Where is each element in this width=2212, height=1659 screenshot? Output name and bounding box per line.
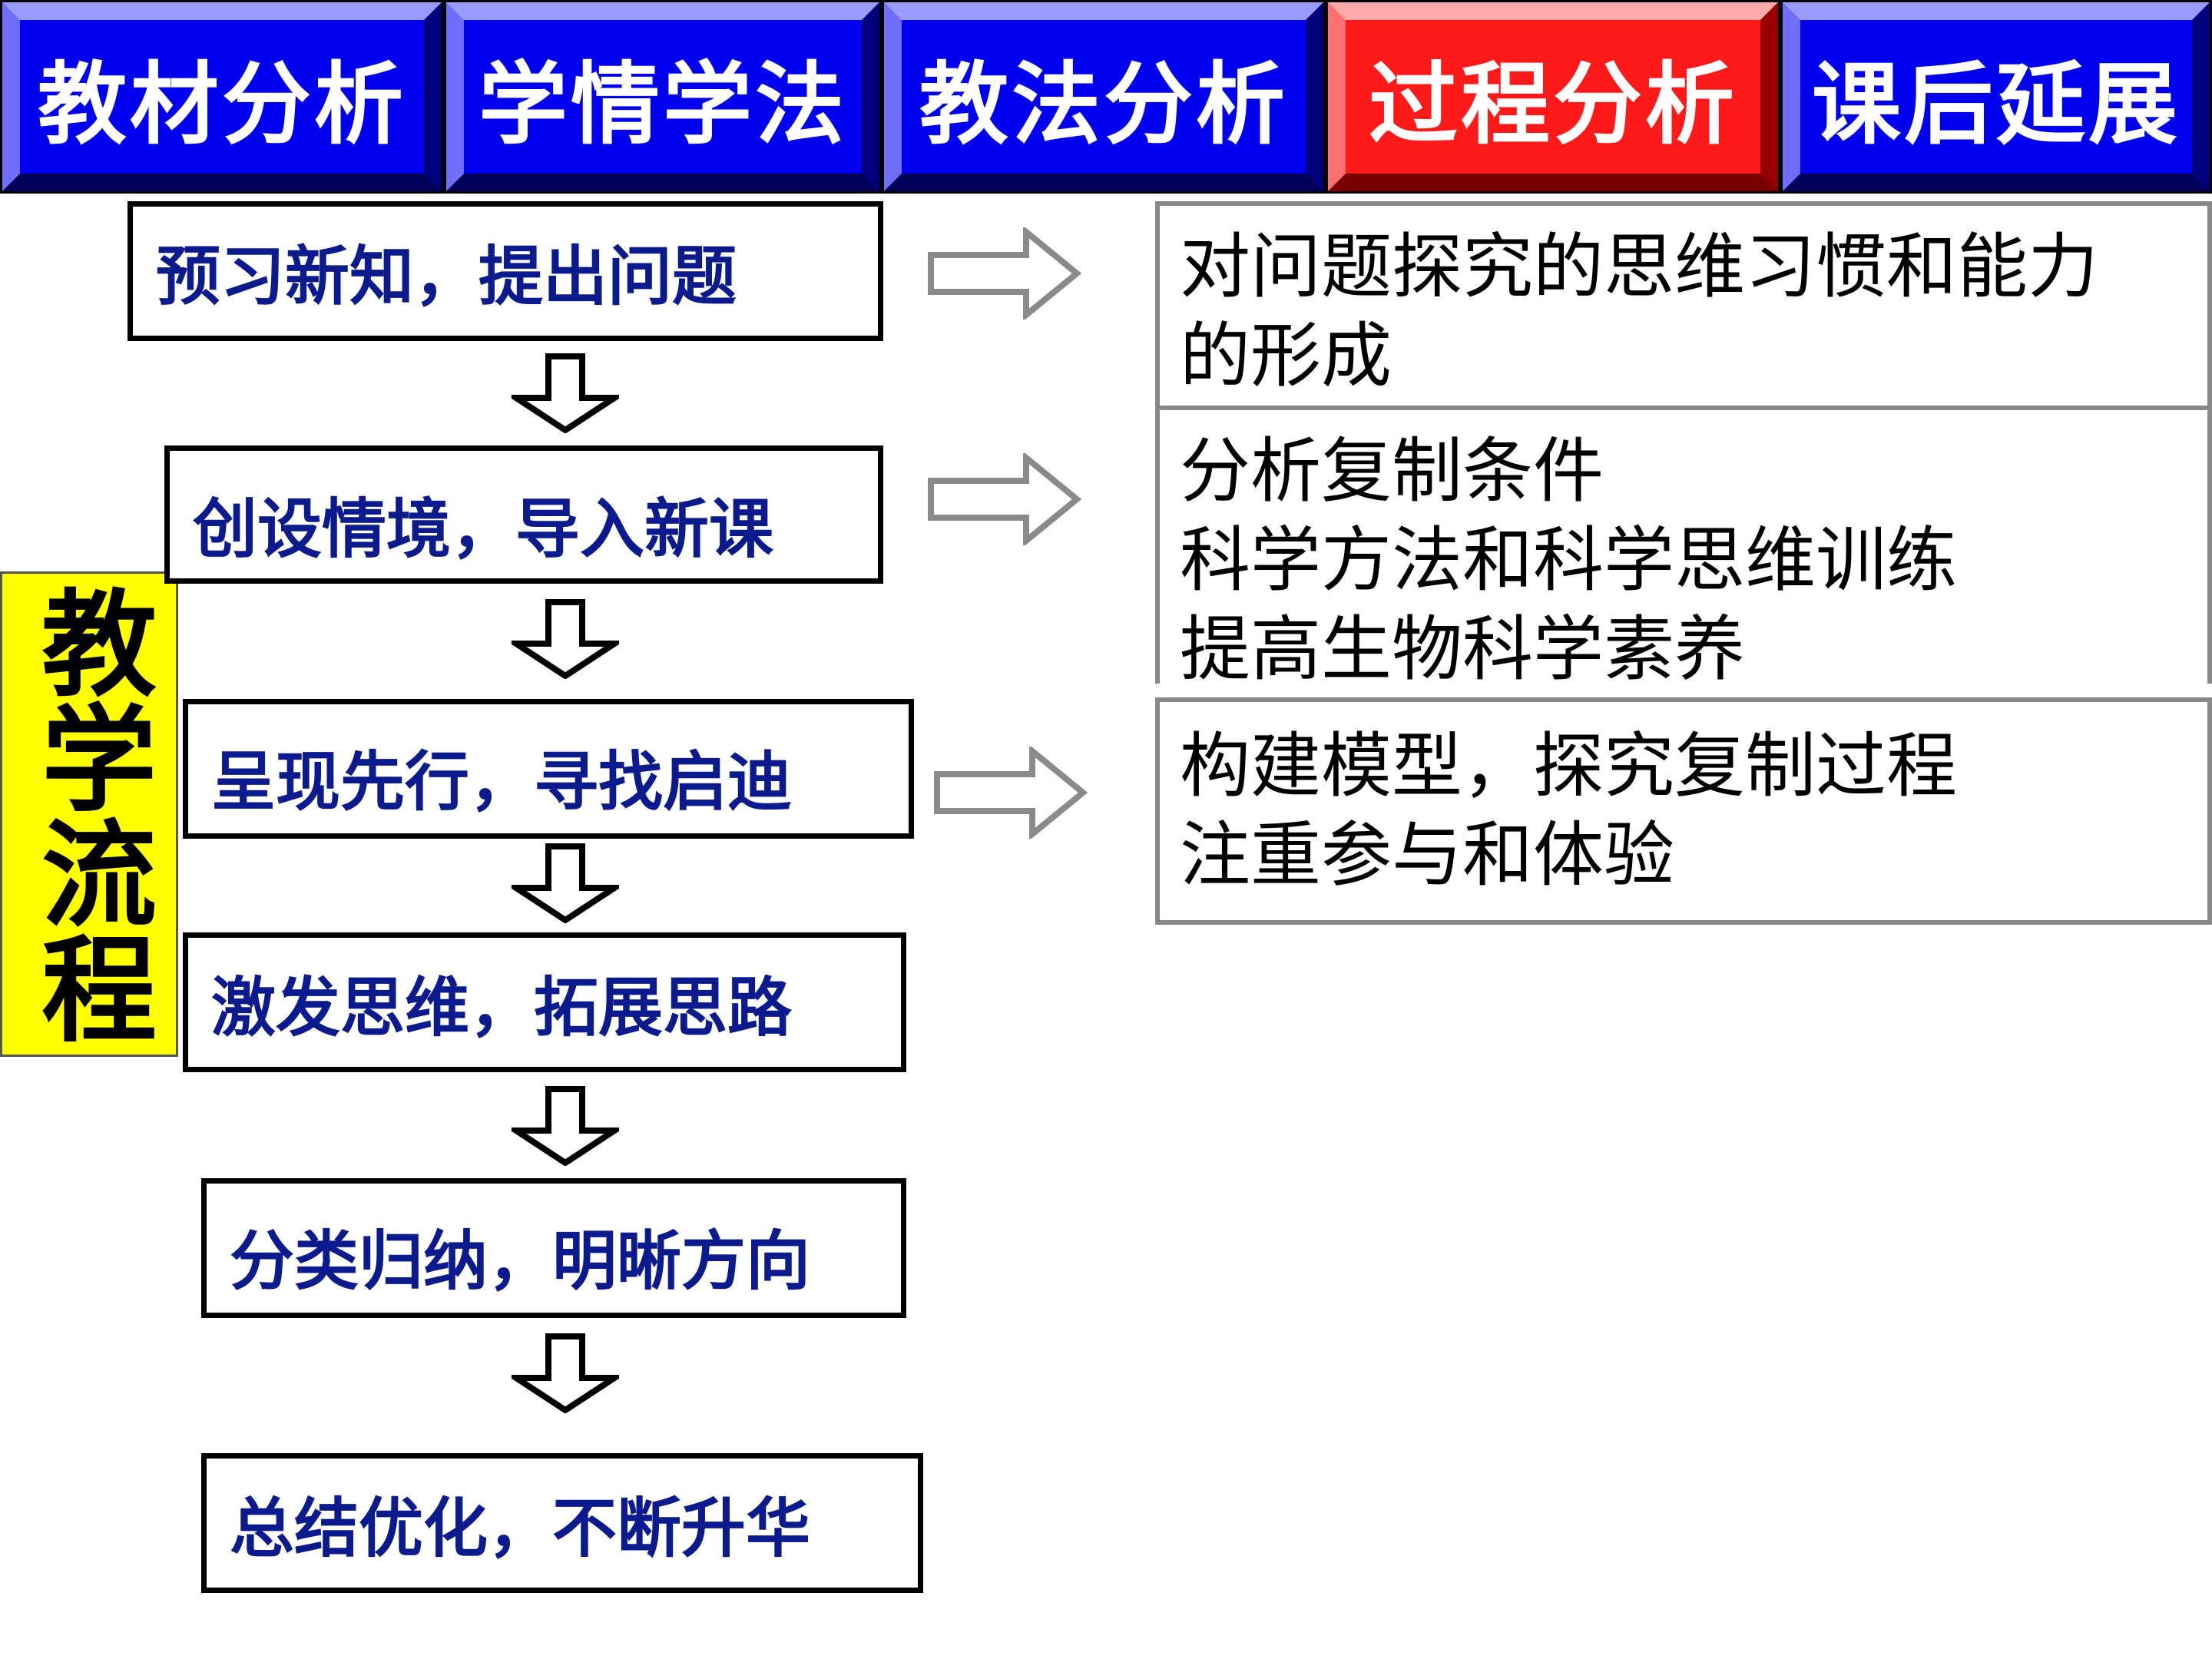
hollow-right-arrow-icon: [928, 227, 1081, 320]
outcome-line: 注重参与和体验: [1180, 814, 1675, 896]
tab-label: 过程分析: [1369, 53, 1737, 157]
hollow-right-arrow-icon: [928, 453, 1081, 545]
flow-step-label: 分类归纳，明晰方向: [230, 1223, 811, 1299]
tab-label: 学情学法: [478, 53, 847, 157]
outcome-line: 对问题探究的思维习惯和能力: [1180, 226, 2099, 308]
tab-label: 教材分析: [38, 53, 406, 157]
flow-step-3: 呈现先行，寻找启迪: [183, 699, 914, 839]
outcome-line: 提高生物科学素养: [1180, 608, 1746, 684]
tab-teaching-method[interactable]: 教法分析: [882, 0, 1326, 194]
tab-label: 教法分析: [919, 53, 1288, 157]
outcome-box-1: 对问题探究的思维习惯和能力 的形成: [1155, 201, 2212, 410]
flow-step-label: 激发思维，拓展思路: [211, 969, 793, 1045]
tab-process-analysis[interactable]: 过程分析: [1326, 0, 1780, 194]
outcome-line: 的形成: [1180, 315, 1392, 397]
hollow-down-arrow-icon: [512, 843, 619, 923]
flow-step-5: 分类归纳，明晰方向: [201, 1178, 906, 1318]
outcome-line: 分析复制条件: [1180, 430, 1604, 512]
outcome-line: 科学方法和科学思维训练: [1180, 519, 1958, 601]
hollow-down-arrow-icon: [512, 1086, 619, 1166]
flow-step-label: 总结优化，不断升华: [230, 1490, 811, 1566]
teaching-process-label-box: 教学流程: [0, 571, 178, 1057]
hollow-right-arrow-icon: [934, 747, 1088, 839]
flow-step-1: 预习新知，提出问题: [127, 201, 883, 341]
flow-step-label: 预习新知，提出问题: [156, 238, 737, 314]
hollow-down-arrow-icon: [512, 353, 619, 433]
hollow-down-arrow-icon: [512, 1333, 619, 1413]
flow-step-6: 总结优化，不断升华: [201, 1453, 923, 1593]
tab-textbook-analysis[interactable]: 教材分析: [0, 0, 444, 194]
flow-step-4: 激发思维，拓展思路: [183, 932, 906, 1072]
tab-learning-analysis[interactable]: 学情学法: [444, 0, 882, 194]
flow-step-2: 创设情境，导入新课: [164, 445, 883, 584]
outcome-box-2: 分析复制条件 科学方法和科学思维训练 提高生物科学素养: [1155, 406, 2212, 684]
hollow-down-arrow-icon: [512, 599, 619, 679]
outcome-line: 构建模型，探究复制过程: [1180, 725, 1958, 807]
tab-after-class[interactable]: 课后延展: [1780, 0, 2212, 194]
flow-step-label: 呈现先行，寻找启迪: [211, 743, 793, 820]
outcome-box-3: 构建模型，探究复制过程 注重参与和体验: [1155, 697, 2212, 925]
flow-step-label: 创设情境，导入新课: [193, 492, 774, 567]
tab-label: 课后延展: [1812, 53, 2181, 157]
teaching-process-label: 教学流程: [22, 584, 156, 1045]
